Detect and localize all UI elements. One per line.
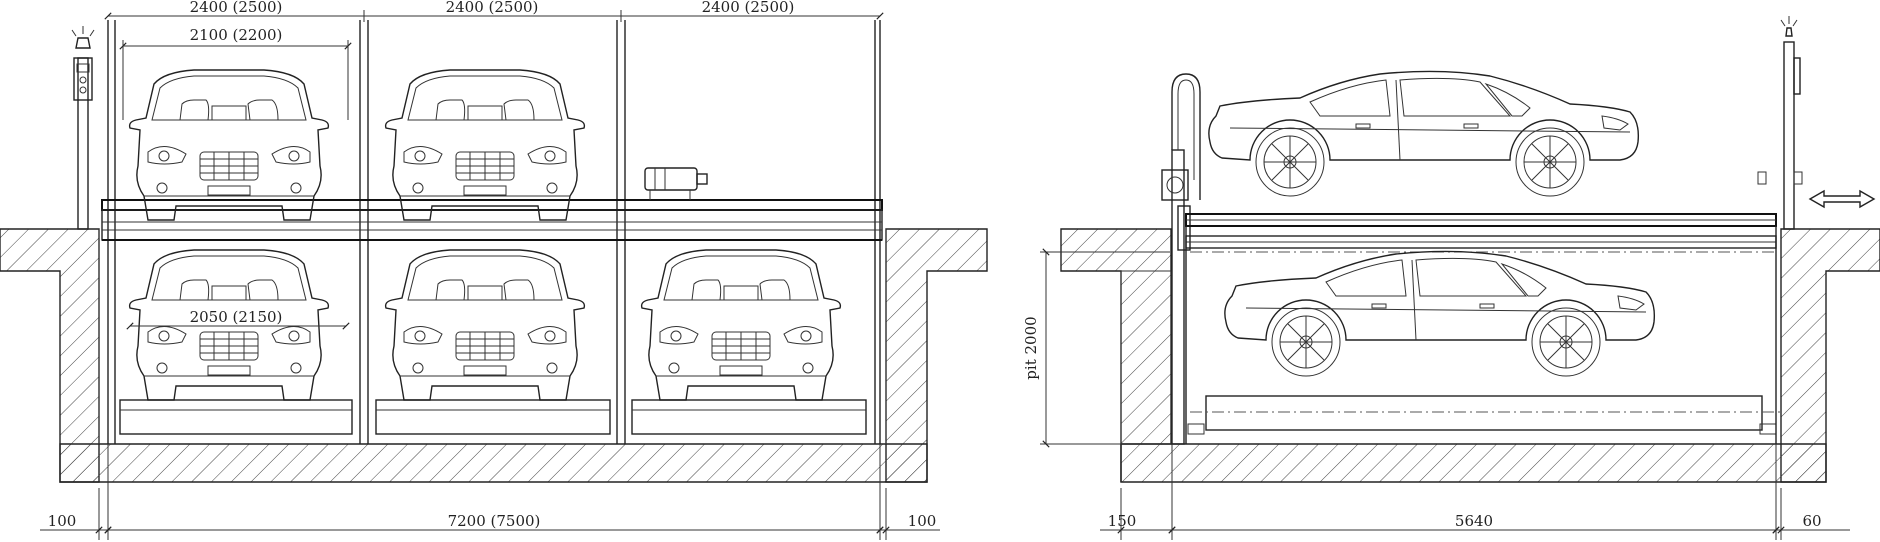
side-pit-dimension [1040, 248, 1170, 448]
control-post [71, 26, 95, 230]
dim-left-margin: 100 [48, 512, 77, 530]
car-lower-3 [640, 249, 842, 401]
dim-bay-3: 2400 (2500) [702, 0, 795, 16]
dim-side-length: 5640 [1455, 512, 1493, 530]
car-upper-2 [384, 69, 586, 221]
lower-platforms [119, 399, 867, 435]
front-view: 2400 (2500) 2400 (2500) 2400 (2500) 2100… [0, 0, 988, 540]
side-front-post [1757, 16, 1803, 230]
front-bottom-dimensions [40, 444, 940, 540]
motor-icon [644, 167, 708, 200]
side-view: pit 2000 150 5640 60 [1022, 16, 1880, 540]
dim-bay-1: 2400 (2500) [190, 0, 283, 16]
dim-side-left-margin: 150 [1108, 512, 1137, 530]
dim-overall-width: 7200 (7500) [448, 512, 541, 530]
front-frame [107, 20, 881, 444]
side-pit-floor [1120, 443, 1827, 483]
dim-side-right-margin: 60 [1802, 512, 1821, 530]
dim-right-margin: 100 [908, 512, 937, 530]
side-upper-platform [1185, 213, 1777, 249]
dim-pit-depth: pit 2000 [1022, 316, 1040, 379]
car-lower-2 [384, 249, 586, 401]
dim-bay-2: 2400 (2500) [446, 0, 539, 16]
upper-platform [101, 199, 883, 241]
side-rear-column [1161, 73, 1201, 445]
car-side-upper [1208, 70, 1640, 197]
dim-platform-width: 2050 (2150) [190, 308, 283, 326]
car-side-lower [1224, 250, 1656, 377]
pit-floor [59, 443, 928, 483]
side-lower-platform [1187, 395, 1780, 435]
front-top-dimensions [104, 10, 884, 330]
side-bottom-dimensions [1100, 444, 1850, 540]
car-upper-1 [128, 69, 330, 221]
dim-inner-width: 2100 (2200) [190, 26, 283, 44]
double-arrow-icon [1808, 189, 1876, 209]
